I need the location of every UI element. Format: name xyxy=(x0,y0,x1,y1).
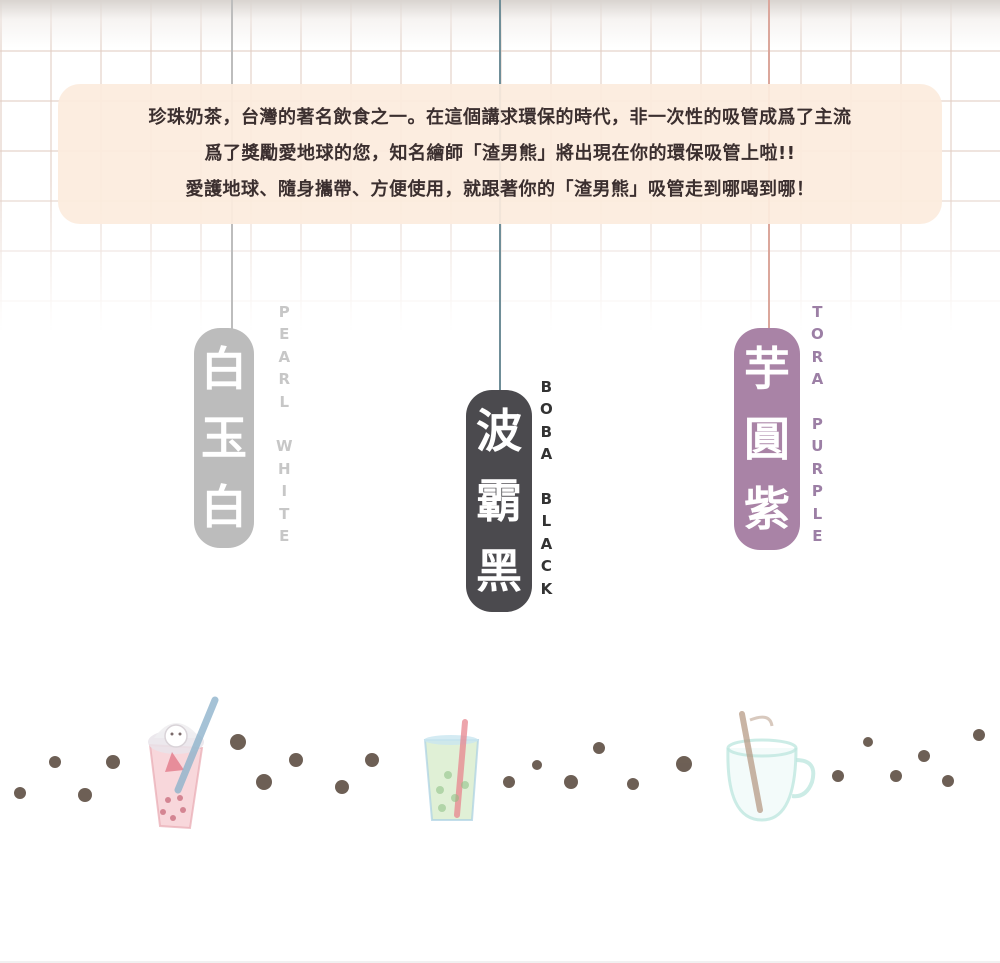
bottom-divider xyxy=(0,961,1000,963)
tag-char: 霸 xyxy=(476,474,522,528)
bubble-tea-cup-icon xyxy=(148,696,219,830)
milk-jug-icon xyxy=(726,711,816,822)
letter: L xyxy=(812,504,823,523)
intro-banner: 珍珠奶茶，台灣的著名飲食之一。在這個講求環保的時代，非一次性的吸管成爲了主流 爲… xyxy=(58,84,942,224)
letter: E xyxy=(812,526,823,545)
letter: O xyxy=(811,325,824,344)
tag-char: 白 xyxy=(201,480,247,535)
letter: T xyxy=(812,303,823,321)
tag-char: 玉 xyxy=(201,410,247,465)
green-tea-glass-icon xyxy=(423,719,480,821)
letter: U xyxy=(811,437,824,456)
letter: W xyxy=(276,437,293,456)
tag-tora-purple: 芋 圓 紫 xyxy=(734,328,800,550)
letter: A xyxy=(811,370,824,389)
label-pearl-white: P E A R L W H I T E xyxy=(276,301,293,547)
letter: A xyxy=(278,347,291,366)
letter: A xyxy=(540,445,553,464)
tag-char: 白 xyxy=(201,341,247,396)
letter: B xyxy=(540,378,553,396)
letter: H xyxy=(277,459,291,478)
tag-pearl-white: 白 玉 白 xyxy=(194,328,254,548)
tag-char: 圓 xyxy=(744,412,790,466)
tag-char: 芋 xyxy=(744,342,790,396)
letter: I xyxy=(281,482,288,501)
tag-boba-black: 波 霸 黑 xyxy=(466,390,532,612)
intro-line-2: 爲了獎勵愛地球的您，知名繪師「渣男熊」將出現在你的環保吸管上啦!! xyxy=(204,143,796,164)
letter: B xyxy=(540,489,553,508)
letter: P xyxy=(811,414,823,433)
label-tora-purple: T O R A P U R P L E xyxy=(811,301,824,547)
letter: O xyxy=(540,400,553,419)
letter: T xyxy=(279,504,290,523)
letter: P xyxy=(278,303,290,321)
letter: P xyxy=(811,482,823,501)
letter: B xyxy=(540,422,553,441)
letter: E xyxy=(279,325,290,344)
tag-char: 黑 xyxy=(476,544,522,598)
letter: L xyxy=(541,512,552,531)
letter: L xyxy=(279,392,290,411)
decor-illustration xyxy=(14,696,985,830)
letter: R xyxy=(811,459,824,478)
letter: R xyxy=(811,347,824,366)
intro-line-1: 珍珠奶茶，台灣的著名飲食之一。在這個講求環保的時代，非一次性的吸管成爲了主流 xyxy=(148,107,852,128)
letter: K xyxy=(540,579,553,598)
tag-char: 紫 xyxy=(744,482,790,536)
intro-line-3: 愛護地球、隨身攜帶、方便使用，就跟著你的「渣男熊」吸管走到哪喝到哪！ xyxy=(185,179,815,200)
label-boba-black: B O B A B L A C K xyxy=(540,376,553,600)
letter: R xyxy=(278,370,291,389)
tag-char: 波 xyxy=(476,404,522,458)
letter: A xyxy=(540,534,553,553)
letter: E xyxy=(279,526,290,545)
tapioca-pearl-icon xyxy=(14,729,985,802)
letter: C xyxy=(540,557,552,576)
